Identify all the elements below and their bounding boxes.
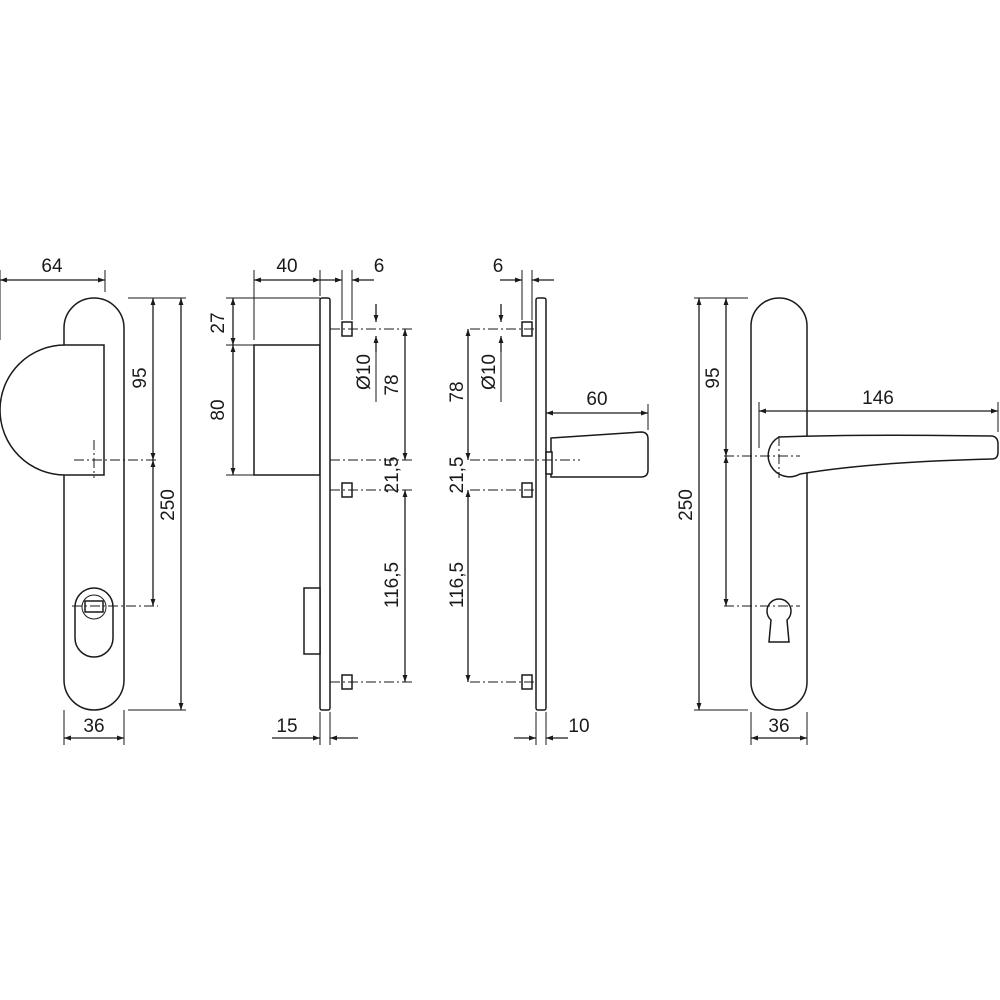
cylinder-escutcheon (72, 587, 158, 658)
dim-depth-60: 60 (586, 389, 607, 410)
side-view-knob: 40 6 27 80 Ø10 78 21,5 116,5 15 (208, 256, 412, 745)
backplate-side (319, 297, 331, 711)
dim-depth-40: 40 (276, 256, 297, 277)
backplate-outline (750, 297, 808, 711)
dim-spacing-78: 78 (382, 374, 403, 395)
lever-side-profile (550, 431, 649, 478)
dim-diameter-10: Ø10 (354, 354, 375, 390)
knob-side-block (253, 344, 321, 476)
dim-height-250: 250 (676, 489, 697, 521)
cylinder-keyhole (724, 598, 800, 643)
side-view-lever: 6 Ø10 78 21,5 116,5 60 10 (447, 256, 649, 745)
dim-thickness-10: 10 (568, 716, 589, 737)
lever-collar (545, 451, 553, 475)
dim-spacing-116-5: 116,5 (382, 562, 403, 608)
dim-spacing-21-5: 21,5 (382, 457, 403, 494)
dim-diameter-10: Ø10 (479, 354, 500, 390)
front-view-lever: 95 250 146 36 (676, 297, 999, 745)
cylinder-protector (303, 587, 321, 655)
dim-width-64: 64 (41, 256, 63, 277)
fixing-pins (521, 321, 533, 690)
dim-thickness-6: 6 (493, 256, 504, 277)
dim-offset-27: 27 (208, 312, 229, 333)
dim-height-95: 95 (703, 367, 724, 388)
dim-spacing-21-5: 21,5 (447, 457, 468, 494)
dim-height-80: 80 (208, 399, 229, 420)
centre-lines (330, 328, 412, 683)
centre-lines (470, 328, 580, 683)
dim-height-250: 250 (158, 489, 179, 521)
lever-handle (767, 434, 999, 478)
knob-outline (0, 344, 105, 476)
front-view-knob: 64 95 250 36 (0, 256, 186, 745)
dim-thickness-15: 15 (276, 716, 297, 737)
dim-width-36: 36 (83, 716, 104, 737)
spindle-center-mark (74, 440, 158, 478)
dim-spacing-116-5: 116,5 (447, 562, 468, 608)
dim-spacing-78: 78 (447, 381, 468, 402)
dim-length-146: 146 (862, 388, 894, 409)
fixing-pins (341, 321, 353, 690)
dim-width-36: 36 (768, 716, 789, 737)
backplate-side (535, 297, 547, 711)
dim-height-95: 95 (130, 367, 151, 388)
dim-thickness-6: 6 (374, 256, 385, 277)
spindle-center-mark (724, 436, 800, 478)
